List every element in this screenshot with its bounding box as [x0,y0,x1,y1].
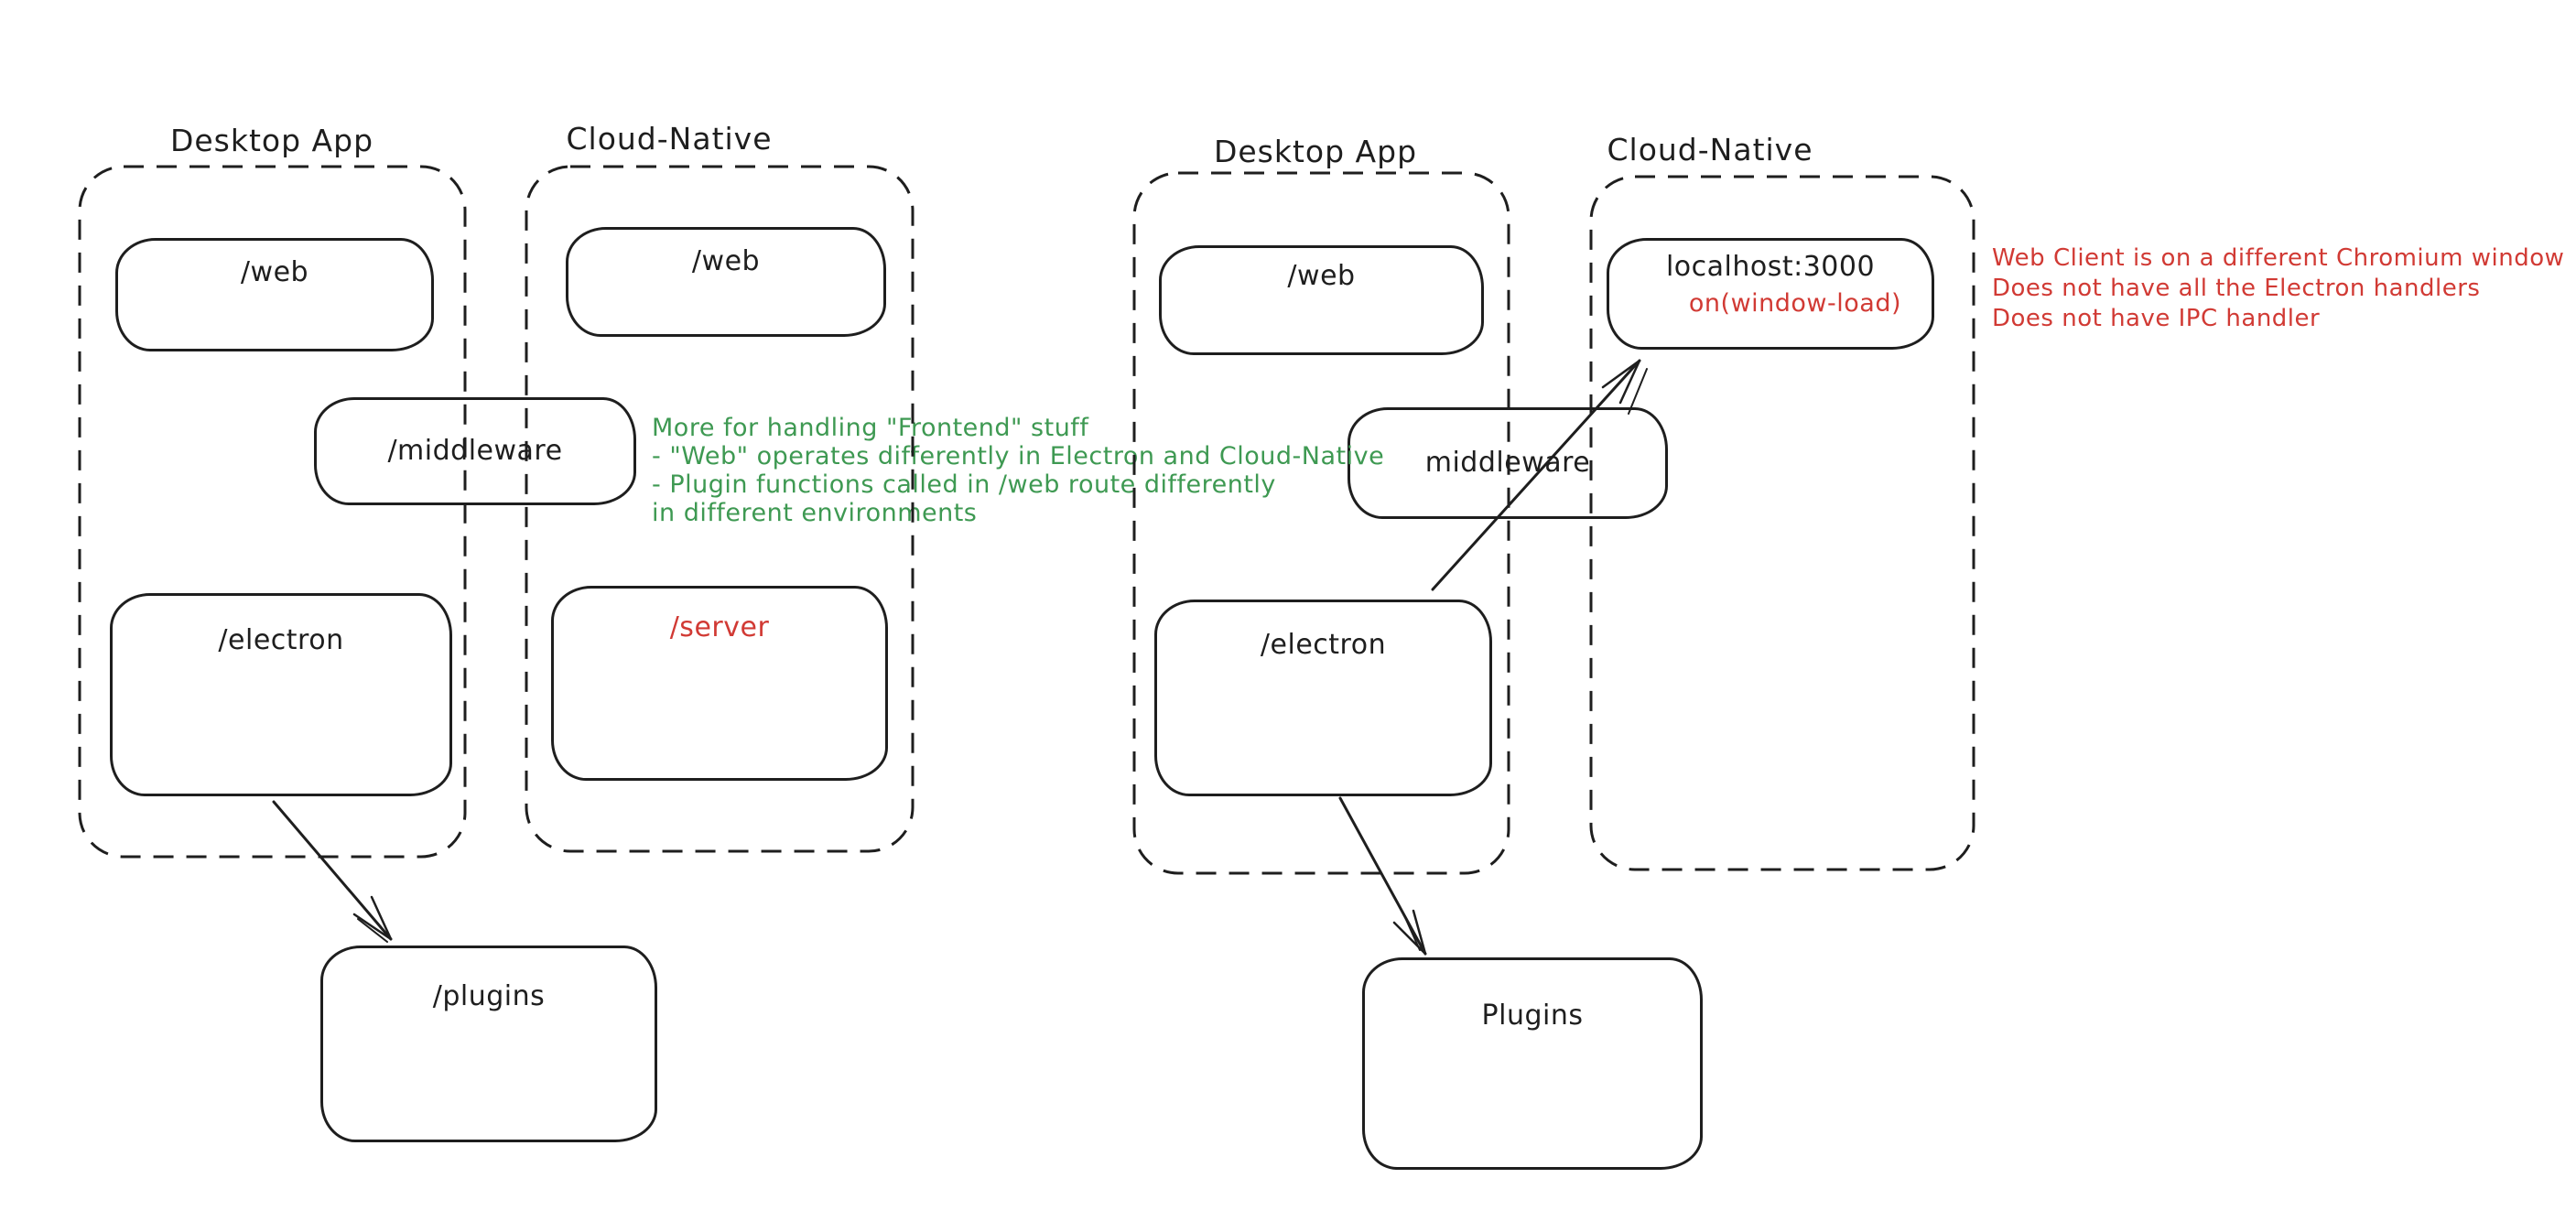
left-middleware-box: /middleware [314,397,636,505]
left-plugins-label: /plugins [432,980,546,1012]
green-note-line-2: - "Web" operates differently in Electron… [652,442,1385,470]
left-middleware-label: /middleware [387,435,563,467]
right-plugins-box: Plugins [1362,957,1703,1170]
left-plugins-box: /plugins [320,946,657,1142]
green-note-line-4: in different environments [652,499,978,527]
right-localhost-label: localhost:3000 [1665,251,1876,283]
red-note-line-2: Does not have all the Electron handlers [1992,275,2481,302]
right-electron-to-plugins-arrow [1338,796,1427,956]
right-localhost-annotation: on(window-load) [1688,289,1901,318]
left-server-box: /server [551,586,888,781]
right-localhost-box: localhost:3000 on(window-load) [1607,238,1934,350]
right-cloud-native-title: Cloud-Native [1607,132,1813,168]
right-desktop-app-title: Desktop App [1213,134,1418,169]
left-desktop-app-electron-label: /electron [218,624,344,656]
right-desktop-app-web-box: /web [1159,245,1484,355]
red-note-line-3: Does not have IPC handler [1992,305,2321,332]
green-note-line-1: More for handling "Frontend" stuff [652,414,1089,442]
left-cloud-native-title: Cloud-Native [566,121,773,157]
right-desktop-app-electron-box: /electron [1154,600,1492,796]
left-electron-to-plugins-arrow [272,800,393,943]
green-note-line-3: - Plugin functions called in /web route … [652,470,1276,499]
right-plugins-label: Plugins [1481,1000,1584,1032]
left-desktop-app-web-label: /web [240,256,309,288]
red-note: Web Client is on a different Chromium wi… [1992,243,2564,334]
right-desktop-app-web-label: /web [1287,260,1356,292]
red-note-line-1: Web Client is on a different Chromium wi… [1992,244,2565,272]
left-server-label: /server [669,611,770,643]
right-middleware-label: middleware [1424,447,1591,479]
green-note: More for handling "Frontend" stuff - "We… [652,414,1384,527]
right-middleware-box: middleware [1348,407,1668,519]
right-desktop-app-electron-label: /electron [1260,629,1387,661]
left-cloud-native-web-box: /web [566,227,886,337]
left-desktop-app-web-box: /web [115,238,434,351]
left-desktop-app-title: Desktop App [169,123,374,158]
left-desktop-app-electron-box: /electron [110,593,452,796]
left-cloud-native-web-label: /web [691,245,761,277]
